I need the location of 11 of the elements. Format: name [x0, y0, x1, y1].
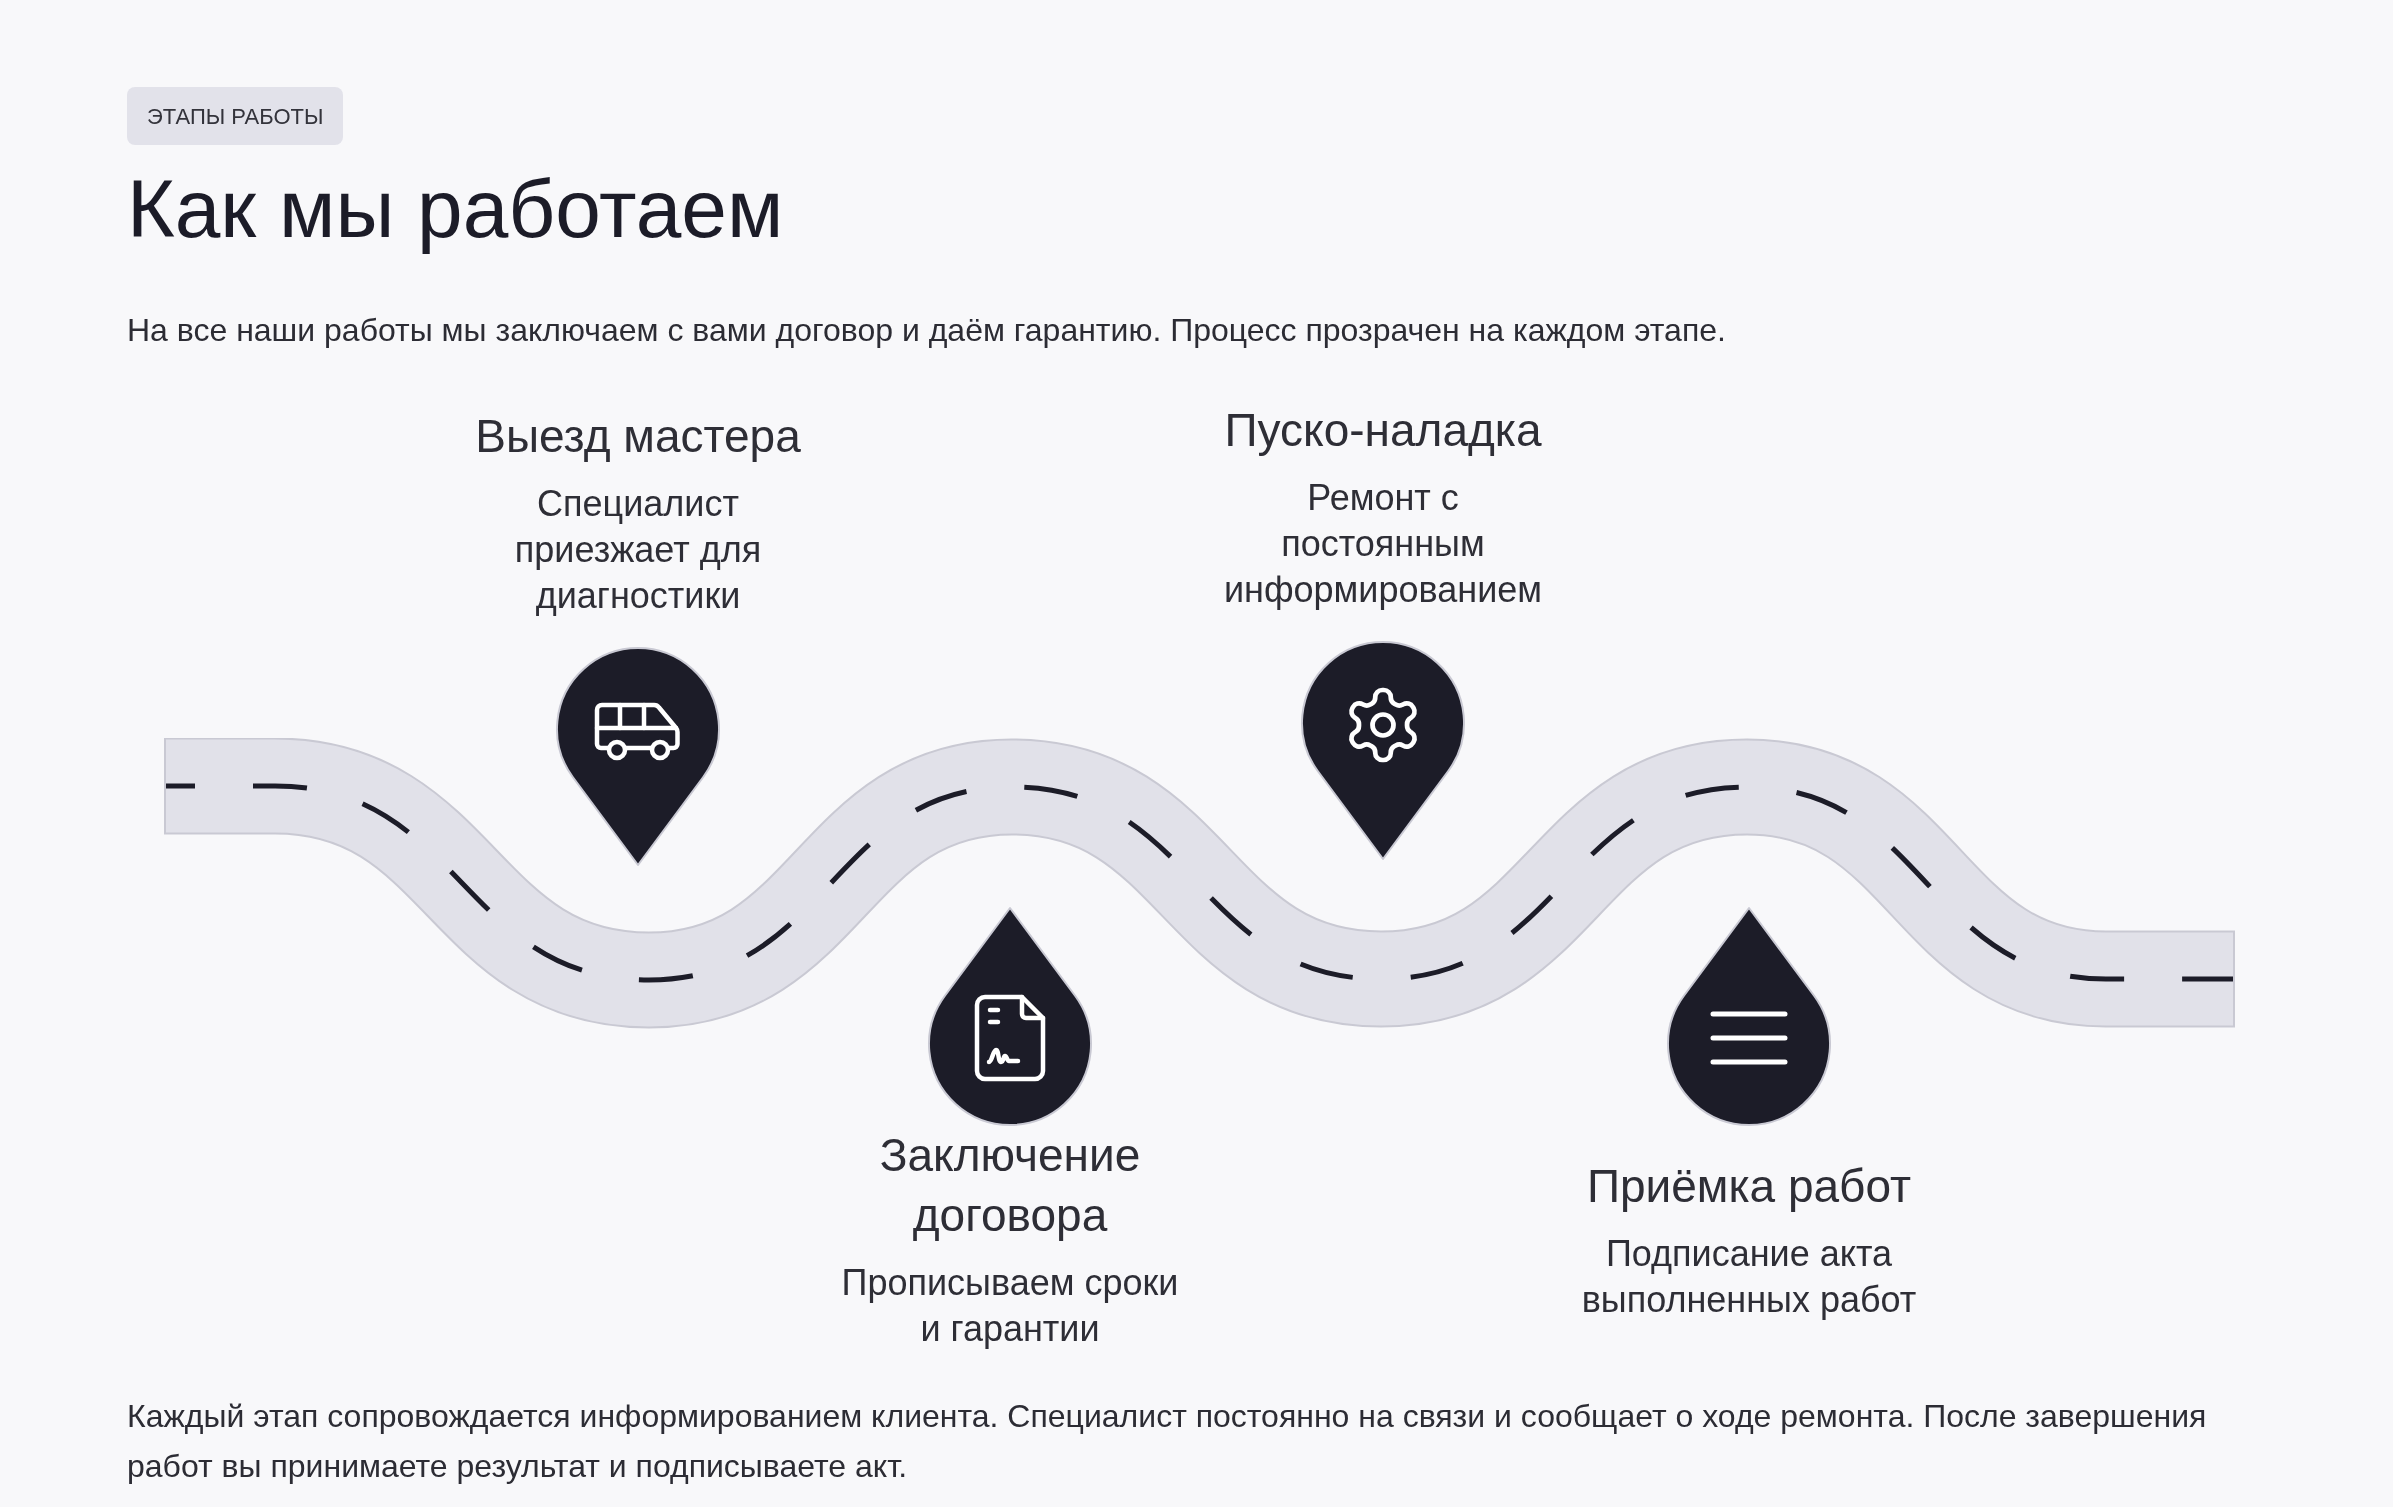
step-description: Подписание акта выполненных работ	[1580, 1232, 1918, 1322]
section-badge: ЭТАПЫ РАБОТЫ	[127, 87, 344, 145]
step-title: Выезд мастера	[475, 409, 801, 464]
step-description: Специалист приезжает для диагностики	[513, 482, 763, 618]
summary-text: Каждый этап сопровождается информированием клиента. Специалист постоянно на связи и сообщает о ходе ремонта. После завершения работ вы принимаете результат и подписываете акт.	[127, 1397, 2208, 1486]
step-title: Заключение договора	[878, 1128, 1142, 1243]
step-description: Прописываем сроки и гарантии	[840, 1261, 1180, 1351]
step-description: Ремонт с постоянным информированием	[1222, 476, 1544, 612]
step-title: Приёмка работ	[1586, 1159, 1912, 1214]
step-title: Пуско-наладка	[1224, 403, 1542, 458]
intro-text: На все наши работы мы заключаем с вами договор и даём гарантию. Процесс прозрачен на каждом этапе.	[127, 311, 1727, 350]
